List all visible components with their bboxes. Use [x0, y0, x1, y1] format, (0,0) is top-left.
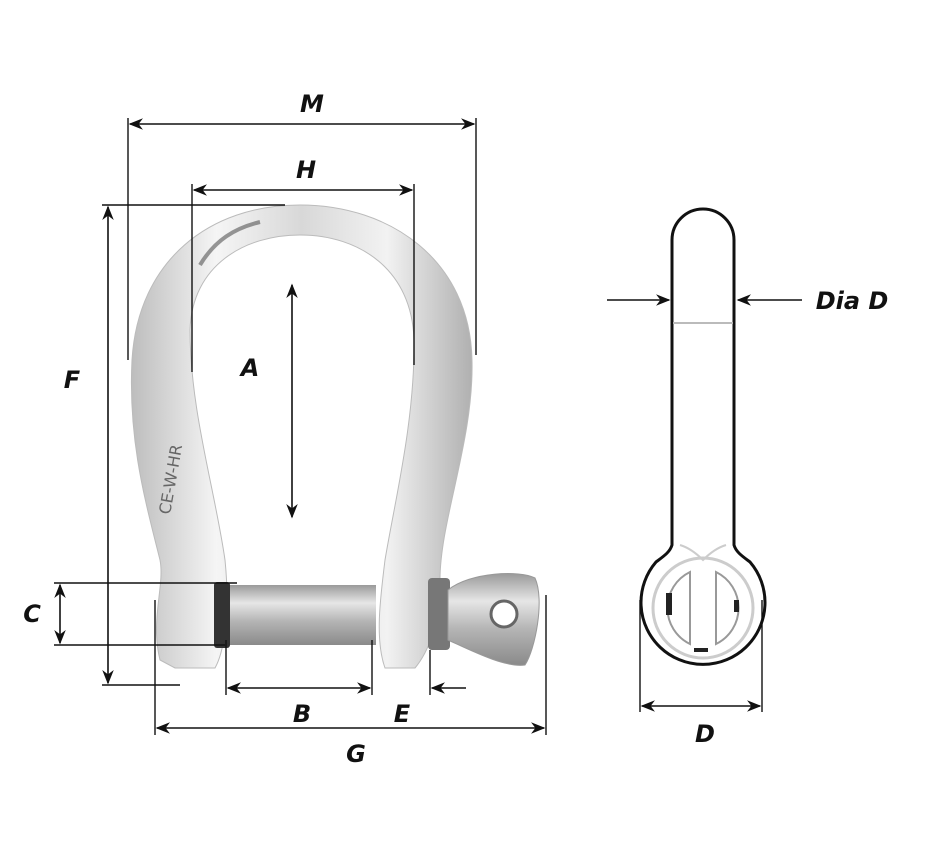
pin-collar: [214, 582, 230, 648]
pin-end-right: [734, 600, 739, 612]
label-a: A: [239, 354, 260, 382]
shackle-side-view: [639, 207, 767, 666]
side-outline: [639, 207, 767, 666]
dimension-d: D: [639, 600, 763, 748]
highlight-shadow: [198, 220, 261, 267]
label-c: C: [23, 600, 41, 628]
pin-slot: [694, 648, 708, 652]
dimension-dia-d: Dia D: [607, 287, 888, 315]
shackle-front-view: CE-W-HR: [130, 204, 540, 669]
label-d: D: [695, 720, 715, 748]
label-dia-d: Dia D: [816, 287, 889, 315]
pin-end-left: [666, 593, 672, 615]
dimension-f: F: [64, 204, 285, 686]
label-b: B: [293, 700, 311, 728]
label-f: F: [64, 366, 81, 394]
label-g: G: [346, 740, 366, 768]
dimension-b: B: [225, 640, 373, 728]
label-e: E: [394, 700, 411, 728]
neck-detail: [679, 544, 727, 562]
shackle-pin: [228, 585, 376, 645]
dimension-h: H: [191, 156, 415, 372]
dimension-g: G: [154, 595, 547, 768]
dimension-m: M: [127, 90, 477, 360]
pin-eye-hole: [489, 599, 519, 629]
dimension-e: E: [394, 650, 466, 728]
label-m: M: [300, 90, 324, 118]
shackle-bow: [130, 204, 473, 669]
label-h: H: [296, 156, 316, 184]
pin-head-collar: [428, 578, 450, 650]
side-ring: [651, 556, 755, 660]
dimension-c: C: [23, 582, 237, 646]
dimension-a: A: [239, 283, 298, 519]
